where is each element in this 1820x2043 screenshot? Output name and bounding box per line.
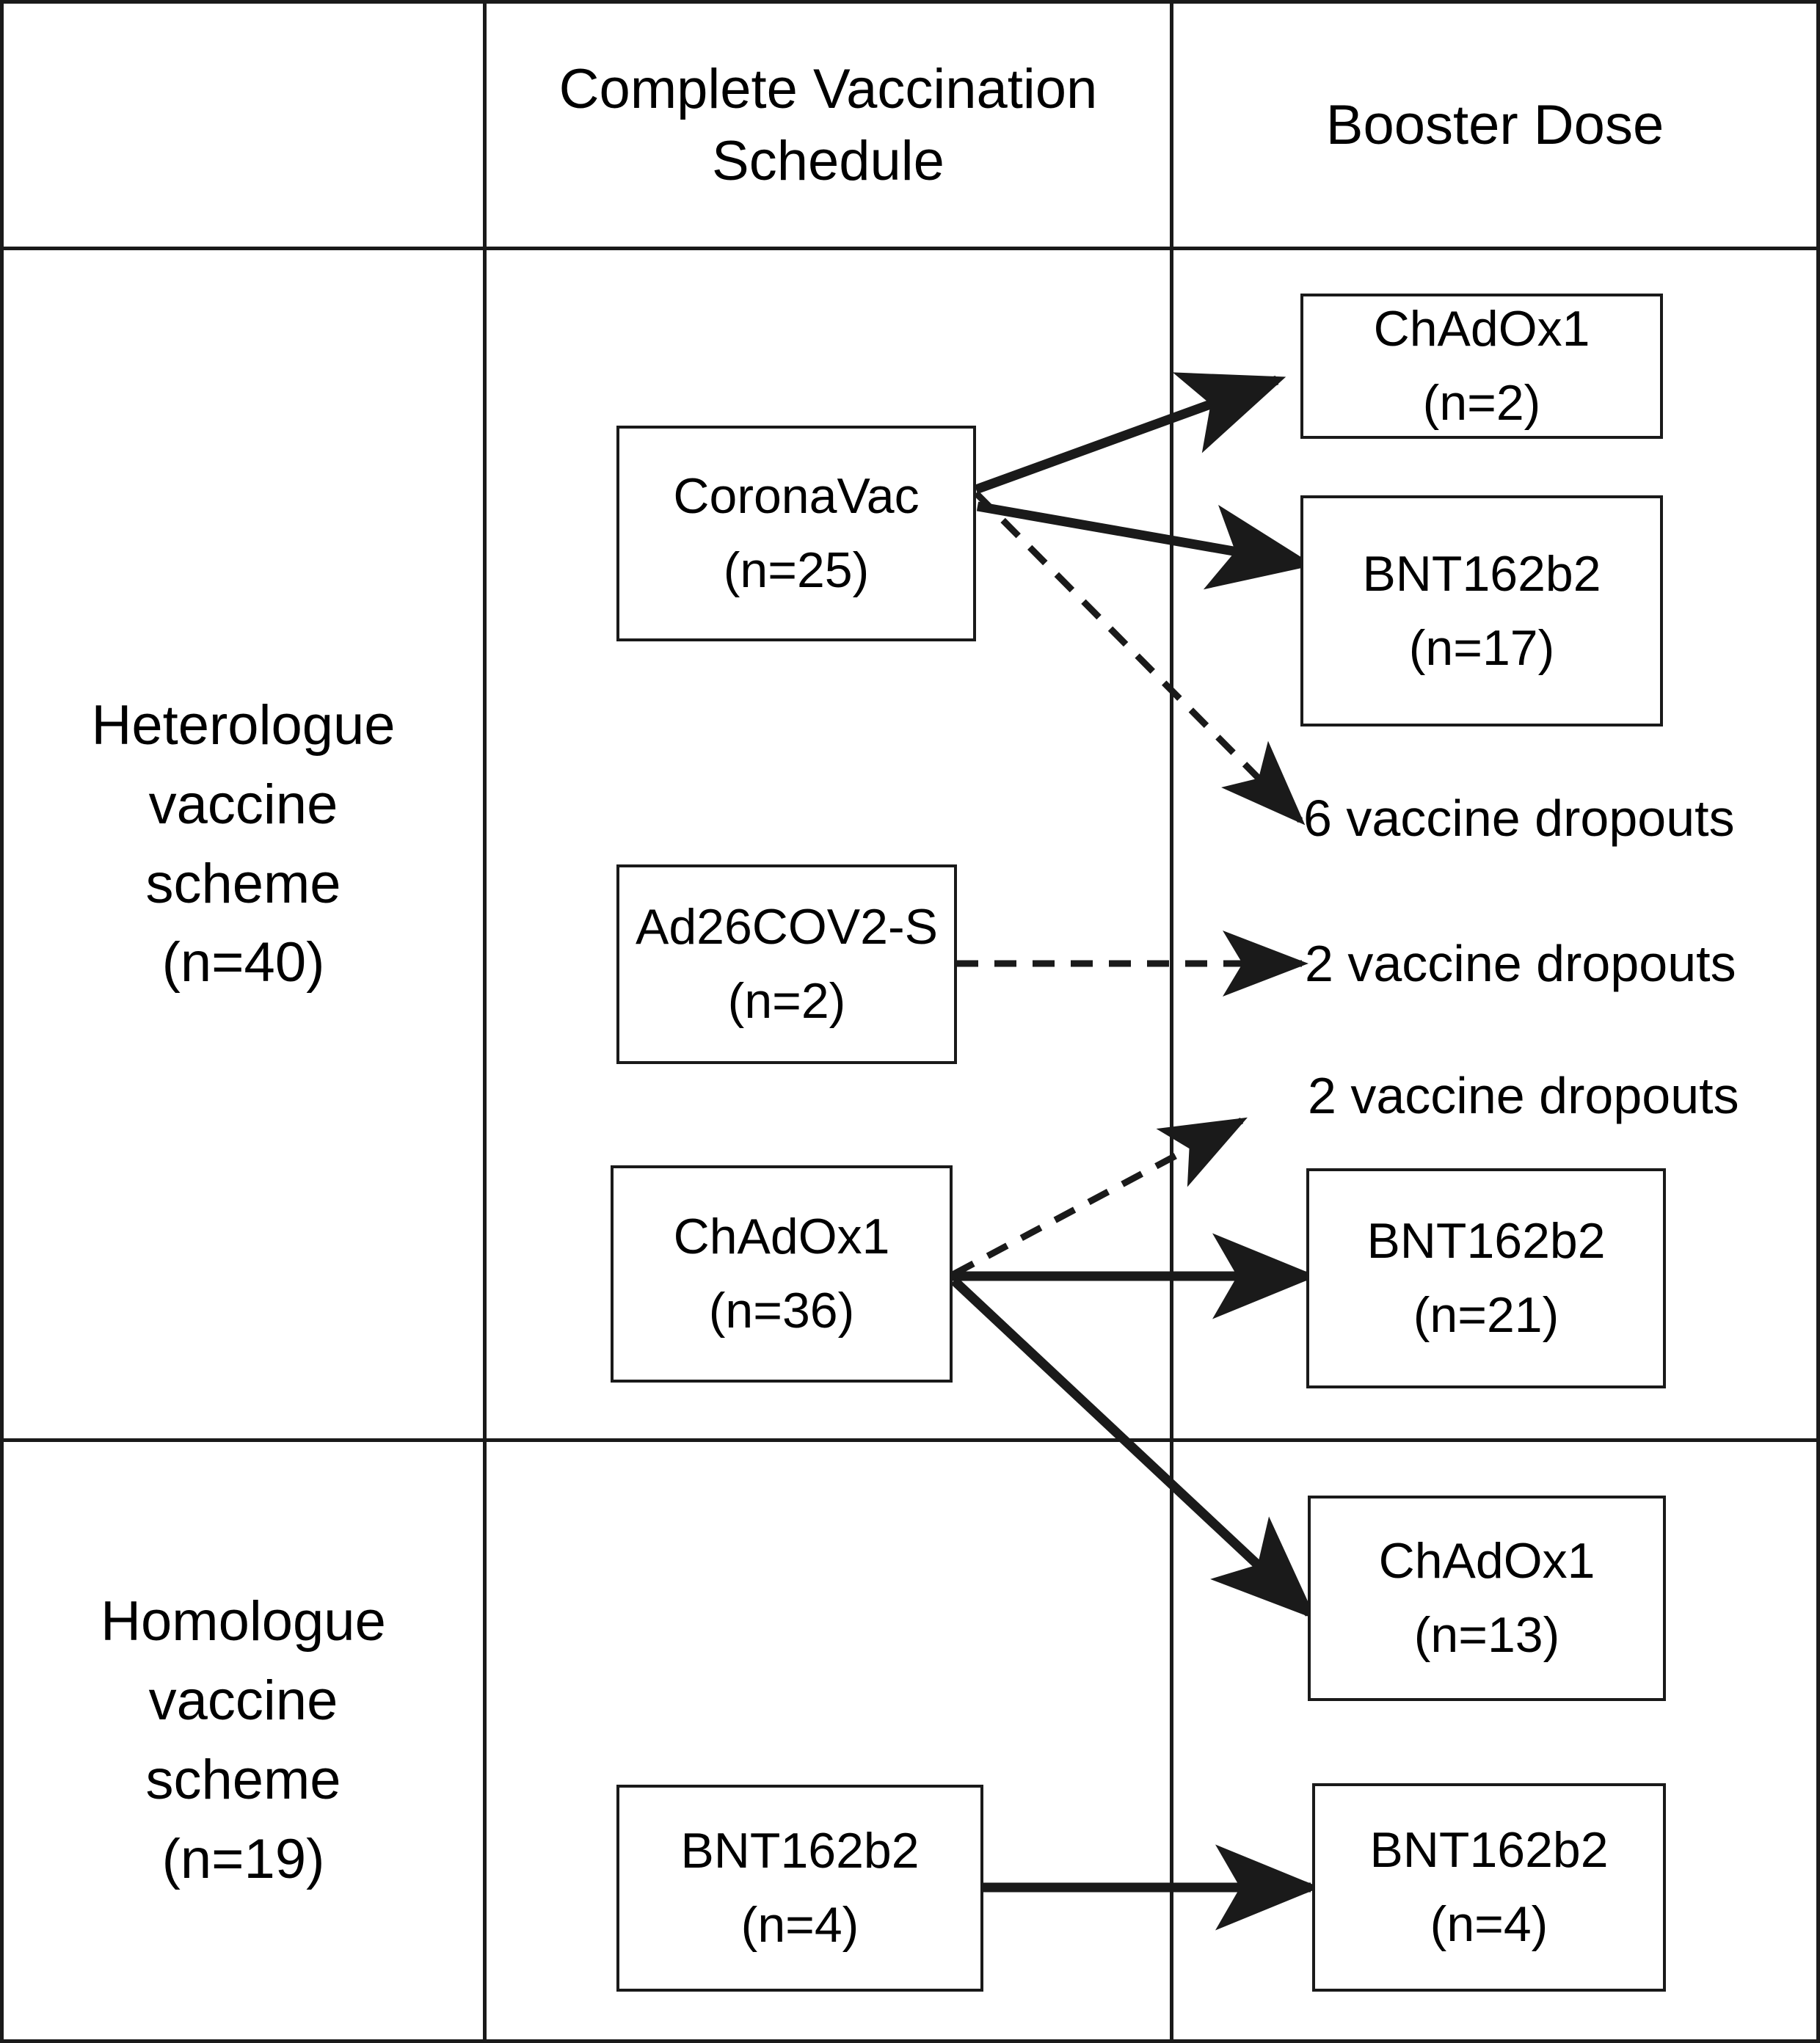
group-homologue-line4: (n=19) [161, 1827, 325, 1890]
group-homologue-line1: Homologue [101, 1590, 386, 1653]
node-chadox1-primary-count: (n=36) [708, 1283, 855, 1339]
edge-chadox1-to-chadox1-13 [950, 1277, 1317, 1620]
node-chadox1-boost-2-count: (n=2) [1422, 375, 1541, 431]
node-coronavac-count: (n=25) [723, 542, 870, 598]
node-coronavac-name: CoronaVac [673, 468, 920, 525]
node-chadox1-primary-name: ChAdOx1 [673, 1209, 890, 1265]
node-chadox1-boost-2[interactable]: ChAdOx1 (n=2) [1300, 294, 1663, 439]
group-homologue-line3: scheme [145, 1749, 341, 1811]
group-heterologue-line4: (n=40) [161, 931, 325, 994]
node-chadox1-boost-2-name: ChAdOx1 [1373, 301, 1590, 357]
node-bnt162b2-primary-name: BNT162b2 [680, 1823, 920, 1879]
node-ad26cov2s[interactable]: Ad26COV2-S (n=2) [616, 864, 957, 1064]
group-label-homologue: Homologue vaccine scheme (n=19) [4, 1442, 483, 2039]
node-bnt162b2-boost-4-name: BNT162b2 [1369, 1822, 1609, 1879]
node-bnt162b2-boost-4[interactable]: BNT162b2 (n=4) [1312, 1783, 1666, 1992]
dropout-label-from-coronavac: 6 vaccine dropouts [1303, 790, 1735, 847]
node-chadox1-primary[interactable]: ChAdOx1 (n=36) [611, 1165, 953, 1383]
node-chadox1-boost-13-name: ChAdOx1 [1378, 1533, 1595, 1589]
node-bnt162b2-boost-21-count: (n=21) [1413, 1287, 1559, 1343]
edge-coronavac-to-dropouts-6 [973, 490, 1306, 826]
edge-chadox1-to-dropouts-2 [952, 1117, 1248, 1277]
node-bnt162b2-boost-17-name: BNT162b2 [1362, 545, 1601, 602]
node-bnt162b2-boost-17-count: (n=17) [1408, 619, 1555, 676]
group-row-divider [0, 1438, 1820, 1442]
node-bnt162b2-boost-17[interactable]: BNT162b2 (n=17) [1300, 495, 1663, 726]
node-ad26cov2s-count: (n=2) [727, 973, 846, 1029]
node-bnt162b2-boost-4-count: (n=4) [1430, 1896, 1548, 1952]
header-row-divider [0, 247, 1820, 250]
node-bnt162b2-primary[interactable]: BNT162b2 (n=4) [616, 1785, 983, 1992]
header-cell-booster-dose: Booster Dose [1173, 4, 1816, 247]
edge-coronavac-to-chadox1-2 [974, 372, 1286, 495]
group-label-heterologue: Heterologue vaccine scheme (n=40) [4, 250, 483, 1438]
edge-coronavac-to-bnt162b2-17 [976, 501, 1314, 590]
dropout-label-from-chadox1: 2 vaccine dropouts [1308, 1067, 1739, 1124]
node-bnt162b2-boost-21[interactable]: BNT162b2 (n=21) [1306, 1168, 1666, 1388]
header-cell-complete-vaccination-schedule: Complete Vaccination Schedule [487, 4, 1170, 247]
node-bnt162b2-primary-count: (n=4) [740, 1897, 859, 1953]
column-divider-1 [483, 0, 487, 2043]
node-ad26cov2s-name: Ad26COV2-S [636, 899, 938, 955]
header-col3-label: Booster Dose [1325, 93, 1664, 156]
group-heterologue-line2: vaccine [148, 773, 338, 836]
node-chadox1-boost-13[interactable]: ChAdOx1 (n=13) [1308, 1496, 1666, 1701]
column-divider-2 [1170, 0, 1173, 2043]
dropout-label-from-ad26cov2s: 2 vaccine dropouts [1305, 935, 1736, 992]
header-cell-empty [4, 4, 483, 247]
node-coronavac[interactable]: CoronaVac (n=25) [616, 426, 976, 641]
group-heterologue-line3: scheme [145, 852, 341, 915]
node-chadox1-boost-13-count: (n=13) [1413, 1607, 1560, 1663]
group-homologue-line2: vaccine [148, 1669, 338, 1733]
node-bnt162b2-boost-21-name: BNT162b2 [1366, 1213, 1606, 1270]
group-heterologue-line1: Heterologue [91, 693, 396, 757]
header-col2-label: Complete Vaccination Schedule [558, 58, 1098, 192]
